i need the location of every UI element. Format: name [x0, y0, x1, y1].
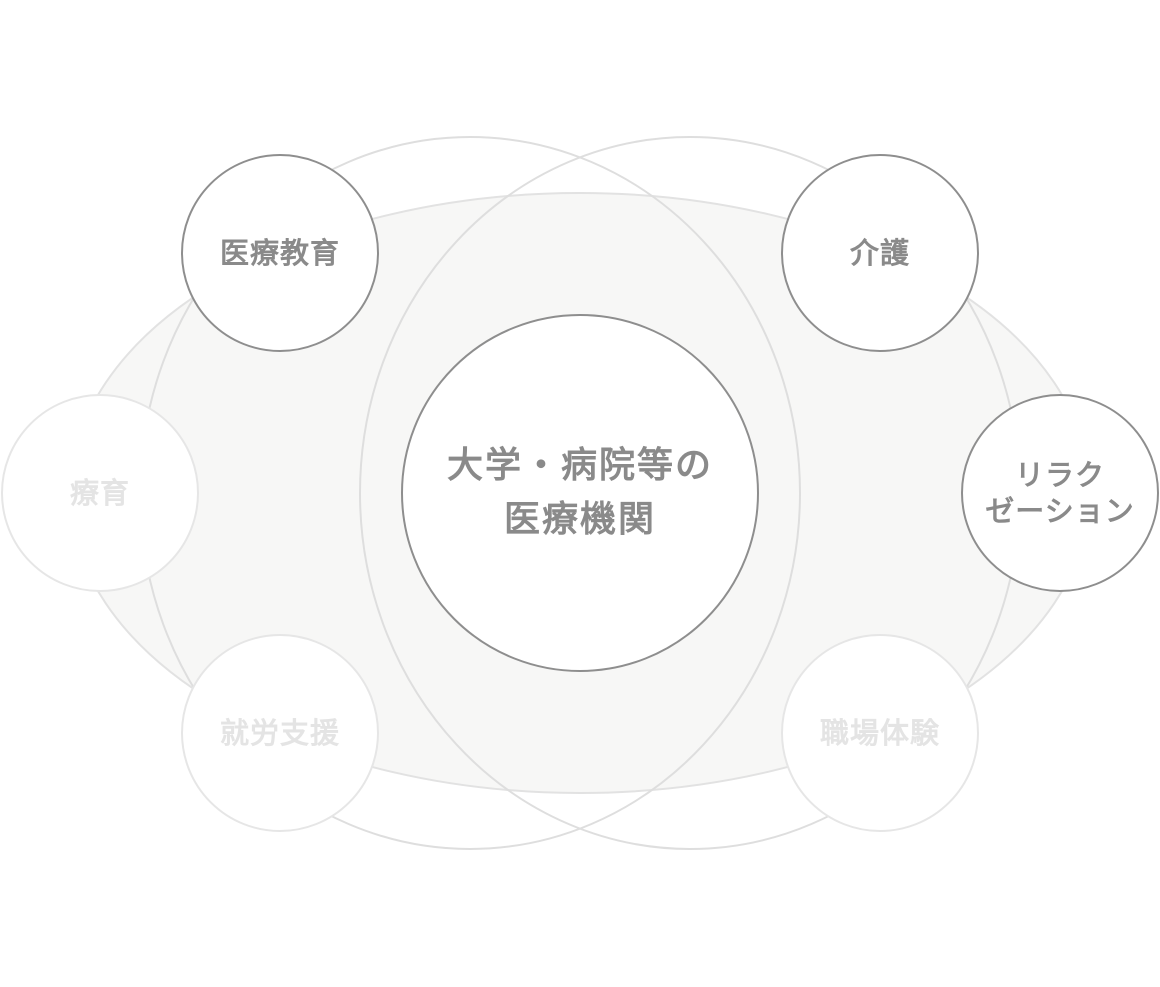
node-care[interactable]: 介護 [781, 154, 979, 352]
node-relaxation[interactable]: リラク ゼーション [961, 394, 1159, 592]
node-therapeutic-education-label: 療育 [69, 475, 130, 510]
node-workplace-experience[interactable]: 職場体験 [781, 634, 979, 832]
center-node: 大学・病院等の 医療機関 [401, 314, 759, 672]
node-workplace-experience-label: 職場体験 [819, 715, 940, 750]
node-employment-support-label: 就労支援 [219, 715, 340, 750]
node-relaxation-label: リラク ゼーション [985, 457, 1135, 528]
node-medical-education[interactable]: 医療教育 [181, 154, 379, 352]
node-employment-support[interactable]: 就労支援 [181, 634, 379, 832]
node-medical-education-label: 医療教育 [219, 235, 340, 270]
node-therapeutic-education[interactable]: 療育 [1, 394, 199, 592]
node-care-label: 介護 [849, 235, 910, 270]
center-node-label: 大学・病院等の 医療機関 [446, 445, 713, 540]
